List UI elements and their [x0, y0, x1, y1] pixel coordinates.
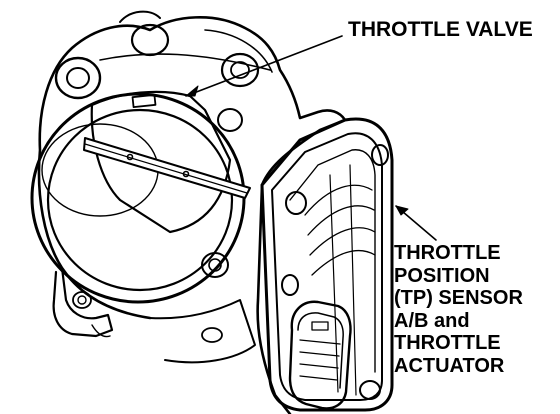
- label-tp-line: THROTTLE: [394, 242, 501, 264]
- actuator-bolt-top: [285, 191, 307, 215]
- actuator-bolt-right: [371, 144, 389, 166]
- label-tp-line: (TP) SENSOR: [394, 287, 523, 309]
- mount-boss-right: [220, 52, 260, 88]
- actuator-housing: [260, 117, 394, 412]
- label-tp-line: THROTTLE: [394, 332, 501, 354]
- throttle-plate: [90, 90, 232, 234]
- label-tp-line: A/B and: [394, 309, 470, 332]
- tp-sensor-connector: [288, 300, 352, 410]
- actuator-bolt-bottom: [359, 380, 381, 400]
- actuator-bolt-lower-left: [281, 274, 299, 296]
- housing-outline: [37, 16, 347, 414]
- label-tp-line: POSITION: [394, 264, 490, 287]
- throttle-valve-leader: [185, 35, 343, 97]
- label-tp-sensor: THROTTLE POSITION (TP) SENSOR A/B and TH…: [394, 242, 523, 377]
- throttle-bore-inner: [46, 108, 234, 292]
- mounting-bracket: [52, 266, 114, 338]
- label-throttle-valve: THROTTLE VALVE: [348, 18, 533, 41]
- mount-boss-top-left: [54, 56, 102, 100]
- plate-tab: [131, 93, 157, 109]
- label-tp-line: ACTUATOR: [394, 354, 505, 377]
